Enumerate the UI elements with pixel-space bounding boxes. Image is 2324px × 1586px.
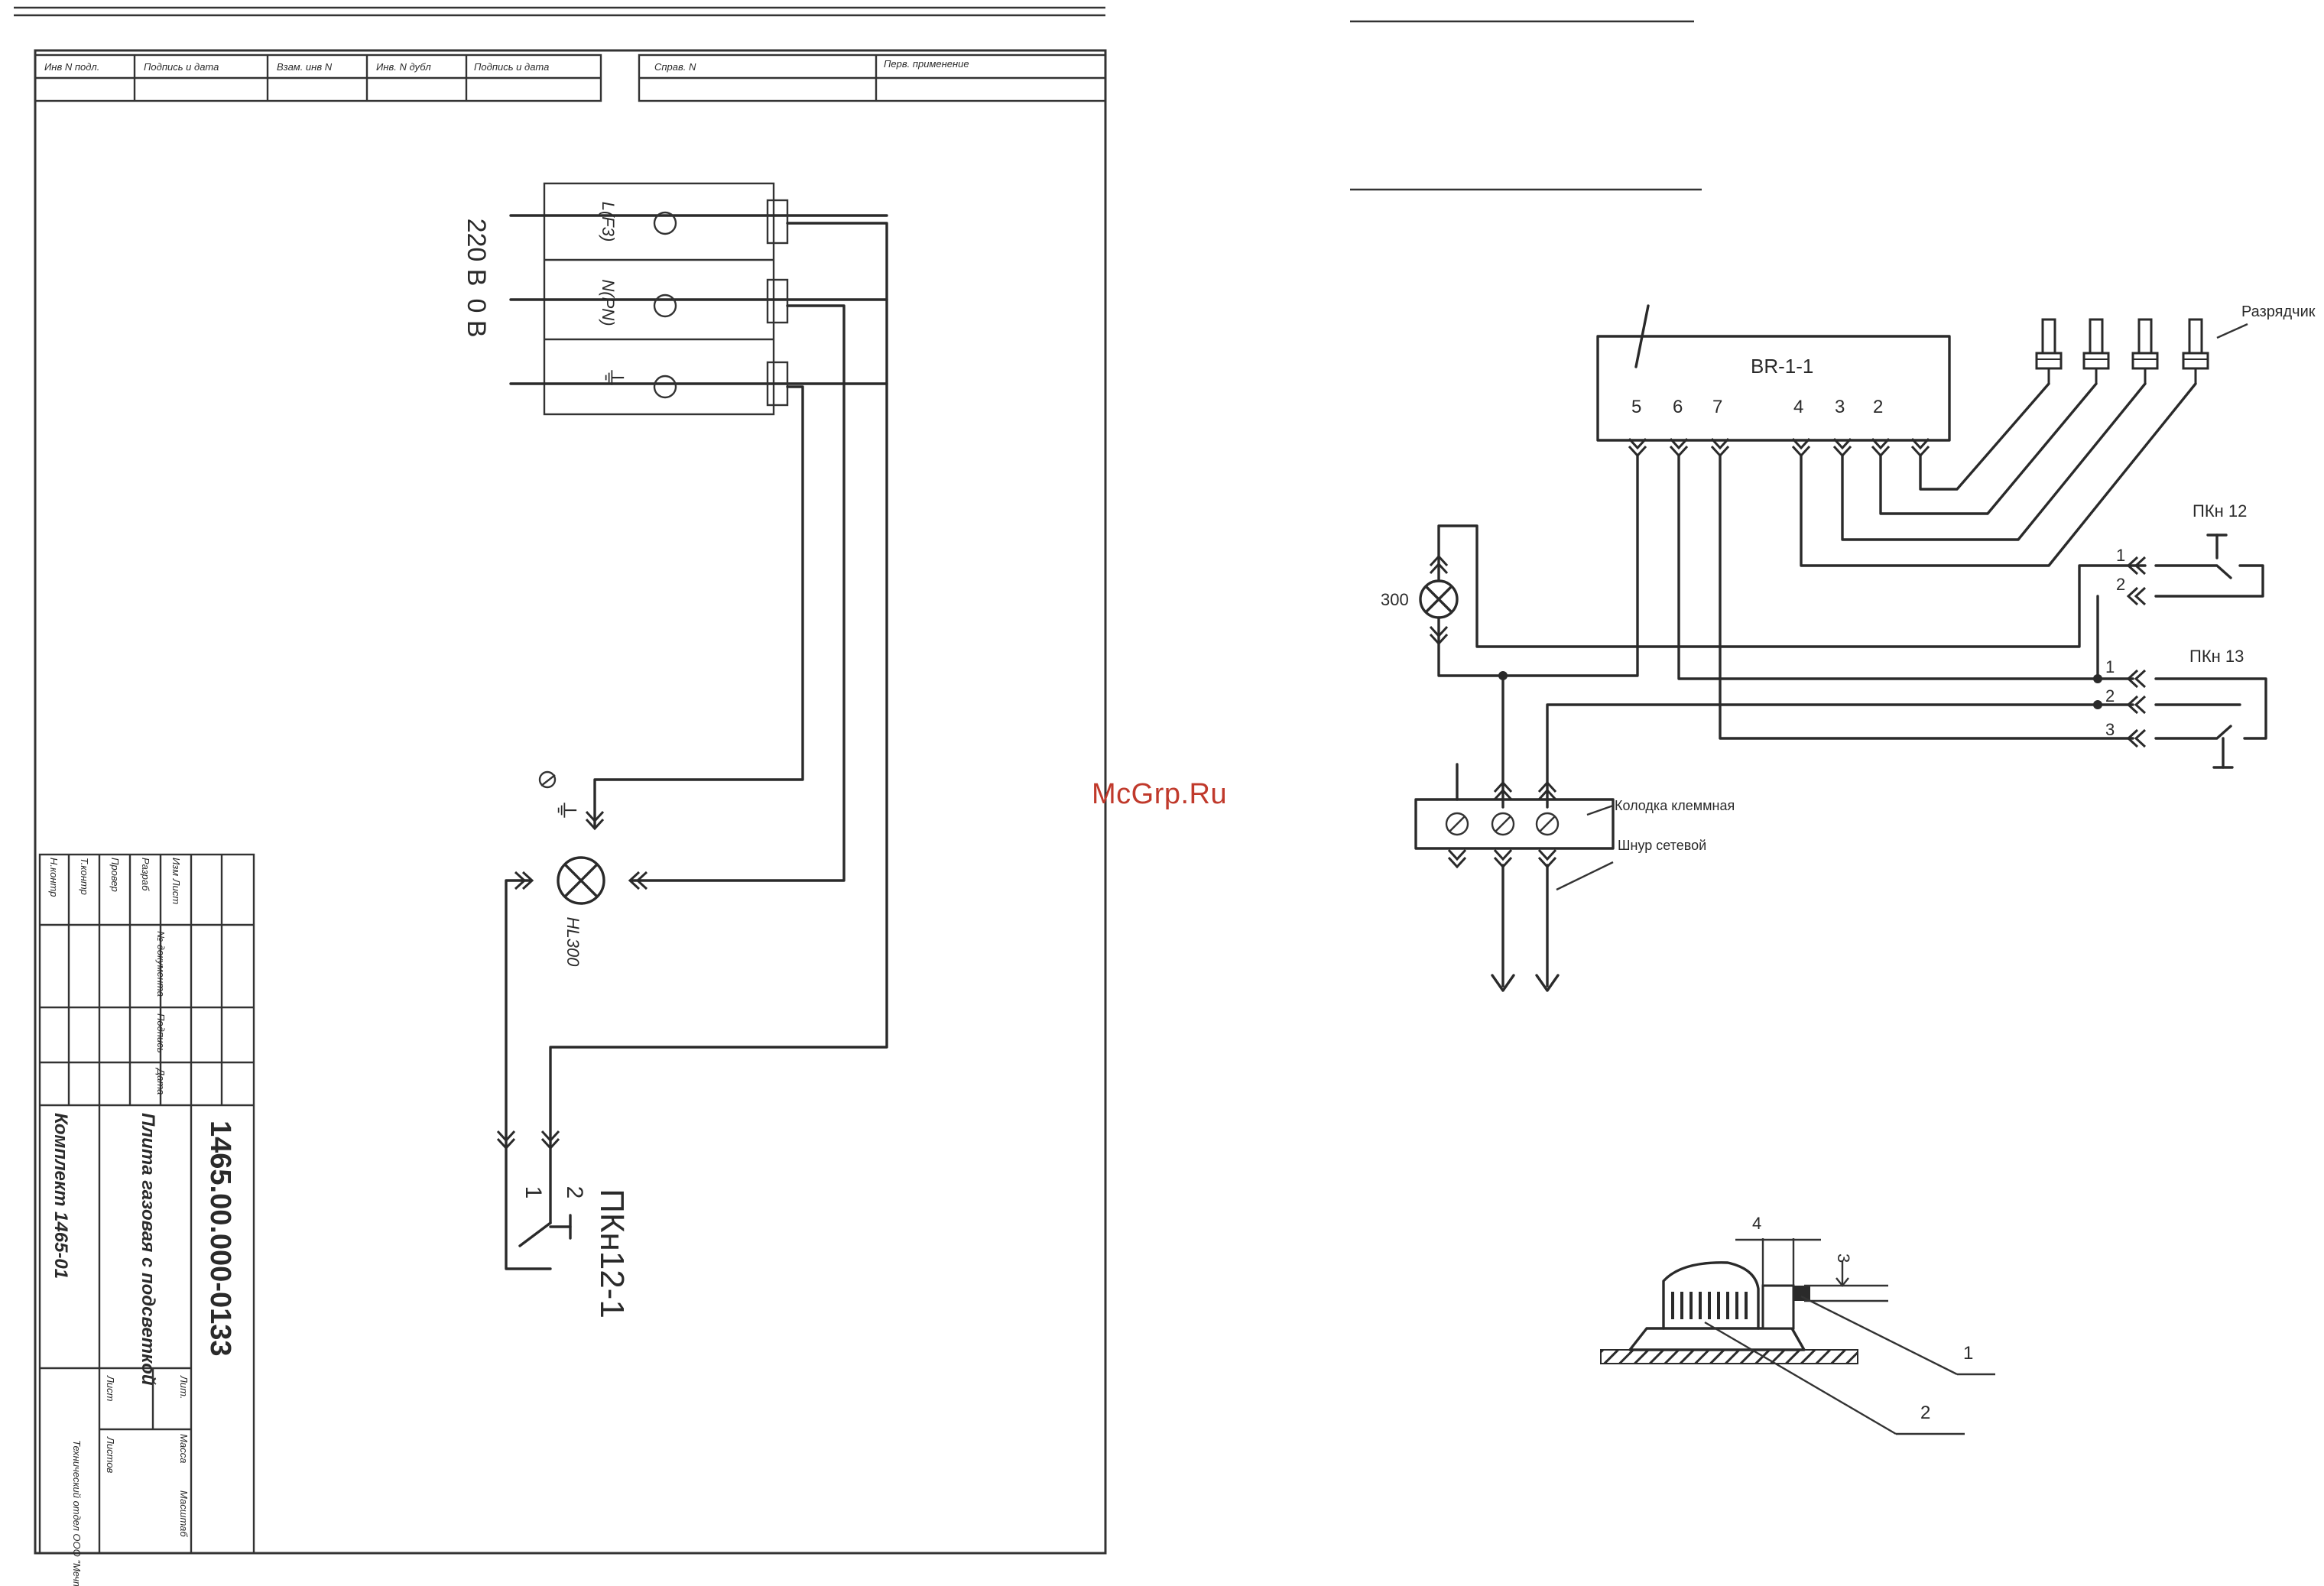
switch-a-label: ПКн 12 [2193, 501, 2247, 521]
switch-pkn12-icon [2127, 534, 2264, 606]
left-wiring: ⏚ HL300 1 2 ПКн12-1 [496, 222, 888, 1318]
title-block: Н.контр Т.контр Провер Разраб Изм Лист №… [38, 853, 255, 1586]
lamp-hl300-icon [557, 856, 605, 905]
switch-a-pin: 1 [2116, 546, 2125, 565]
module-pin: 4 [1793, 397, 1803, 417]
ground-node-icon [538, 770, 557, 789]
burner-detail [1600, 1238, 1995, 1435]
module-label: BR-1-1 [1751, 355, 1813, 378]
switch-pkn13-icon [2127, 669, 2267, 769]
lamp-300-label: 300 [1381, 590, 1409, 609]
module-pin: 7 [1712, 397, 1722, 417]
tb-cell: Лист [105, 1375, 116, 1402]
stamp-cell: Справ. N [654, 61, 696, 73]
module-pin: 2 [1873, 397, 1883, 417]
sign-row: Разраб [140, 858, 151, 891]
watermark: McGrp.Ru [1092, 778, 1228, 810]
terminal-block [1414, 763, 1615, 868]
voltage-main-label: 220 B [462, 219, 491, 287]
stamp-cell: Перв. применение [884, 58, 969, 70]
sign-col: Дата [155, 1067, 167, 1095]
kit-label: Комплект 1465-01 [50, 1113, 71, 1279]
org-label: Технический отдел ООО "Мечта" [71, 1440, 83, 1586]
spark-plug-icon [2035, 318, 2063, 385]
module-pin: 5 [1631, 397, 1641, 417]
ground-symbol: ⏚ [553, 799, 578, 822]
doc-title: Плита газовая с подсветкой [138, 1113, 158, 1386]
mains-cord [1491, 861, 1614, 992]
sign-col: Подпись [155, 1014, 167, 1053]
switch-b-pin: 3 [2105, 720, 2115, 739]
callout-label: 1 [1963, 1343, 1973, 1364]
stamp-cell: Взам. инв N [277, 61, 333, 73]
cord-label: Шнур сетевой [1618, 838, 1706, 853]
lamp-label: HL300 [563, 917, 583, 968]
tb-cell: Лит. [178, 1375, 190, 1399]
spark-label: Разрядчик [2241, 303, 2316, 320]
doc-number: 1465.00.000-0133 [204, 1121, 236, 1357]
ground-label: ⏚ [600, 366, 625, 389]
dim-label: 4 [1752, 1214, 1761, 1233]
terminal-block-label: Колодка клеммная [1615, 798, 1735, 813]
supply-terminal-strip: L(F3) N(PN) ⏚ 220 B 0 B [462, 182, 888, 416]
switch-pkn12-1-icon [505, 1145, 572, 1270]
stamp-cell: Подпись и дата [474, 61, 549, 73]
voltage-neutral-label: 0 B [462, 298, 491, 337]
stamp-cell: Инв. N дубл [376, 61, 431, 73]
tb-cell: Масштаб [178, 1490, 190, 1537]
neutral-label: N(PN) [599, 279, 618, 326]
switch-b-pin: 2 [2105, 686, 2115, 705]
spark-plug-icon [2131, 318, 2159, 385]
top-stamp: Инв N подл. Подпись и дата Взам. инв N И… [34, 54, 1107, 102]
switch-terminal-1: 1 [521, 1186, 546, 1199]
switch-a-pin: 2 [2116, 575, 2125, 594]
tb-cell: Листов [105, 1436, 116, 1474]
sign-row: Т.контр [79, 858, 90, 895]
phase-label: L(F3) [599, 202, 618, 242]
module-pin: 3 [1835, 397, 1845, 417]
switch-b-pin: 1 [2105, 657, 2115, 676]
sign-row: Провер [109, 858, 121, 892]
switch-terminal-2: 2 [562, 1186, 587, 1199]
switch-title: ПКн12-1 [593, 1189, 631, 1318]
right-wiring-diagram: BR-1-1 5 6 7 4 3 2 Разрядчик 300 [1350, 20, 2316, 1435]
sign-row: Изм Лист [170, 858, 182, 904]
stamp-cell: Инв N подл. [44, 61, 99, 73]
br-module [1596, 335, 1951, 442]
dim-label: 3 [1834, 1254, 1853, 1263]
spark-plug-icon [2182, 318, 2209, 385]
sheet-frame [34, 49, 1107, 1555]
sign-col: № документа [155, 931, 167, 997]
module-pin: 6 [1673, 397, 1683, 417]
left-drawing-sheet: Инв N подл. Подпись и дата Взам. инв N И… [14, 6, 1107, 1586]
callout-label: 2 [1920, 1403, 1930, 1423]
tb-cell: Масса [178, 1434, 190, 1463]
sign-row: Н.контр [48, 858, 60, 897]
lamp-300-icon [1419, 579, 1459, 619]
spark-plug-icon [2082, 318, 2110, 385]
stamp-cell: Подпись и дата [144, 61, 219, 73]
switch-b-label: ПКн 13 [2189, 647, 2244, 666]
